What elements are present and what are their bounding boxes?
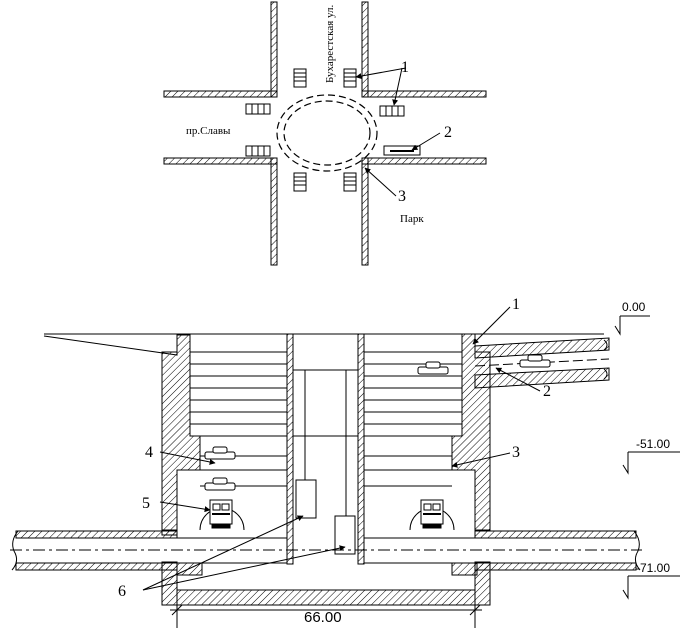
plan-callout-3: 3: [398, 188, 406, 205]
section-callout-1: 1: [512, 296, 520, 313]
section-callout-4: 4: [145, 444, 153, 461]
crosswalk-north-right: [343, 68, 357, 88]
crosswalk-south-left: [293, 172, 307, 192]
plan-leaders: [355, 67, 441, 197]
ramp-east: [383, 145, 421, 156]
width-label: 66.00: [304, 609, 342, 626]
elevator-car-right: [334, 515, 356, 555]
section-view: 1 2 3 4 5 6 0.00 -51.00 -71.00 66.00: [10, 296, 680, 628]
car-icon: [204, 477, 236, 491]
elevator-car-left: [295, 479, 317, 519]
subway-tunnel: [10, 530, 642, 571]
crosswalks: [245, 68, 421, 192]
plan-callout-1: 1: [401, 59, 409, 76]
central-shaft: [292, 333, 359, 555]
width-dimension: [170, 590, 482, 628]
crosswalk-south-right: [343, 172, 357, 192]
section-callout-6: 6: [118, 583, 126, 600]
crosswalk-west-top: [245, 103, 271, 115]
section-callout-2: 2: [543, 383, 551, 400]
plan-callout-2: 2: [444, 124, 452, 141]
ground-surface: [43, 333, 178, 356]
metro-train-icon: [199, 499, 245, 531]
car-icon: [204, 446, 236, 460]
crosswalk-west-bottom: [245, 145, 271, 157]
park-label: Парк: [400, 213, 424, 225]
plan-view: 1 2 3 Бухарестская ул. пр.Славы Парк: [163, 1, 487, 266]
crosswalk-east-top: [379, 105, 405, 117]
car-icon: [417, 361, 449, 375]
street-vertical-label: Бухарестская ул.: [324, 4, 336, 83]
roundabout: [276, 94, 378, 172]
street-horizontal-label: пр.Славы: [186, 125, 231, 137]
metro-portals: [199, 499, 455, 531]
crosswalk-north-left: [293, 68, 307, 88]
section-callout-3: 3: [512, 444, 520, 461]
section-callout-5: 5: [142, 495, 150, 512]
car-icon: [519, 354, 551, 368]
section-leaders: [142, 306, 541, 591]
cars: [204, 354, 551, 491]
level-51: -51.00: [636, 437, 670, 451]
level-0: 0.00: [622, 300, 646, 314]
road-edges: [163, 1, 487, 266]
level-marks: [614, 315, 680, 600]
road-tunnel: [474, 337, 610, 389]
level-71: -71.00: [636, 561, 670, 575]
metro-train-icon: [409, 499, 455, 531]
